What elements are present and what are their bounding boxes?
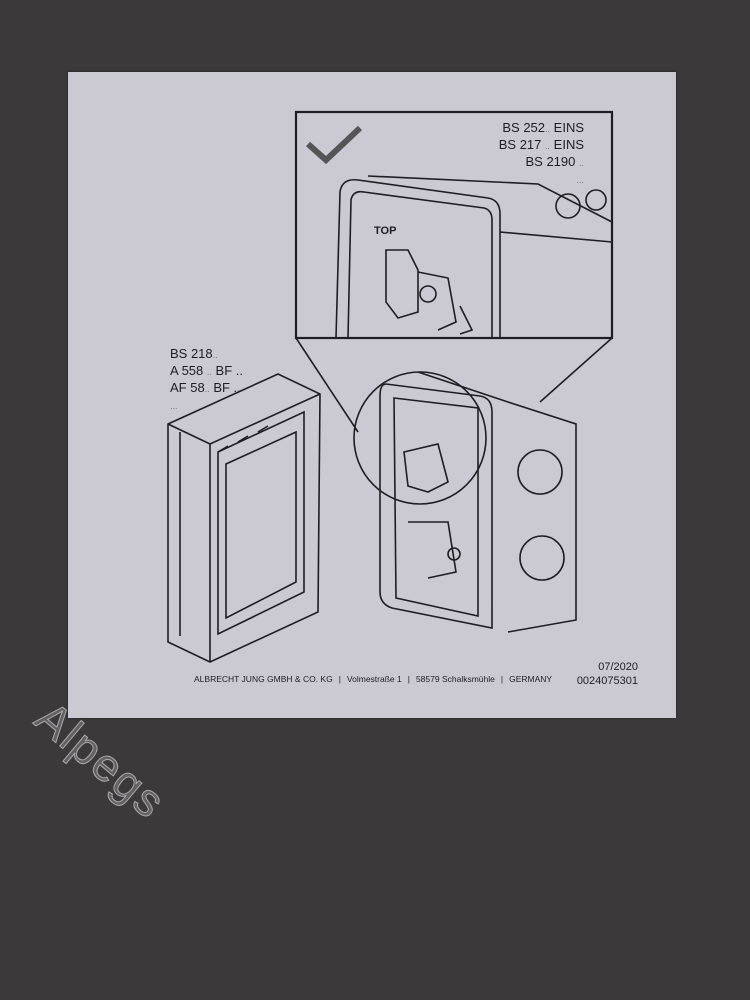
callout-line-left <box>295 337 359 433</box>
frame-model-row: A 558 .. BF .. <box>170 363 243 378</box>
frame-model-row: BS 218.. <box>170 346 218 361</box>
insert-model-row: ... <box>576 175 584 185</box>
checkmark-icon <box>306 125 363 165</box>
document-info: 07/2020 0024075301 <box>577 660 638 688</box>
compatible-frames-list: BS 218.. A 558 .. BF .. AF 58.. BF .. ..… <box>170 346 243 414</box>
company-address: ALBRECHT JUNG GMBH & CO. KG|Volmestraße … <box>194 674 553 684</box>
detail-callout-circle <box>353 371 487 505</box>
installation-diagram: TOP <box>167 110 614 663</box>
document-date: 07/2020 <box>598 661 638 673</box>
insert-model-row: BS 217 .. EINS <box>498 137 584 152</box>
top-label: TOP <box>374 225 396 237</box>
compatible-inserts-list: BS 252.. EINS BS 217 .. EINS BS 2190 .. … <box>499 120 584 188</box>
instruction-sheet: TOP BS 252.. EINS BS 21 <box>68 72 676 718</box>
frame-model-row: AF 58.. BF .. <box>170 380 241 395</box>
cover-frame-drawing <box>167 373 321 663</box>
mounting-box-drawing <box>379 371 577 633</box>
insert-model-row: BS 252.. EINS <box>502 120 584 135</box>
frame-model-row: ... <box>170 401 178 411</box>
insert-model-row: BS 2190 .. <box>525 154 584 169</box>
inset-switch-detail <box>335 175 613 339</box>
detail-inset-box <box>294 110 614 340</box>
document-number: 0024075301 <box>576 675 638 687</box>
callout-line-right <box>539 337 613 403</box>
